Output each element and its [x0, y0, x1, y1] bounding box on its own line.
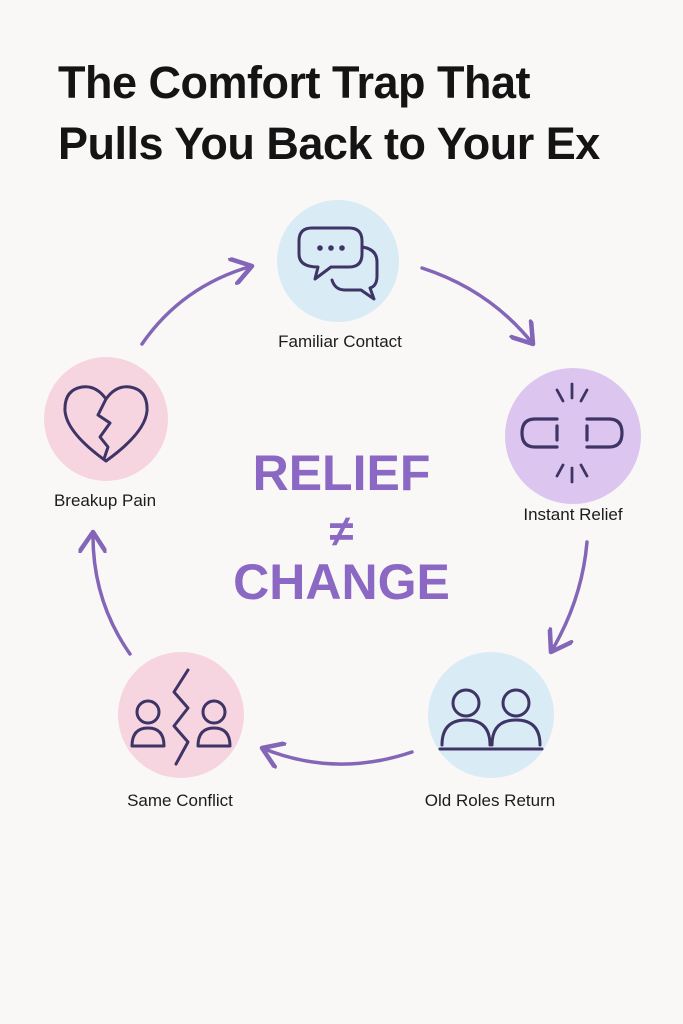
- two-people-icon: [438, 688, 544, 751]
- broken-heart-icon: [63, 385, 149, 463]
- node-old-roles-return: [428, 652, 554, 778]
- arrow-relief-to-roles: [551, 540, 589, 652]
- label-familiar-contact: Familiar Contact: [278, 332, 402, 351]
- arrow-conflict-to-pain: [93, 532, 132, 656]
- chat-bubbles-icon: [297, 226, 379, 301]
- title-line-1: The Comfort Trap That: [58, 57, 531, 108]
- node-breakup-pain: [44, 357, 168, 481]
- node-familiar-contact: [277, 200, 399, 322]
- center-relief: RELIEF: [252, 445, 431, 501]
- arrow-pain-to-contact: [140, 266, 252, 346]
- arrow-contact-to-relief: [420, 266, 533, 344]
- center-not-equal-sign: ≠: [329, 507, 354, 556]
- center-change: CHANGE: [233, 554, 450, 610]
- node-instant-relief: [505, 368, 641, 504]
- label-breakup-pain: Breakup Pain: [53, 491, 157, 510]
- title-line-2: Pulls You Back to Your Ex: [58, 118, 600, 169]
- diagram-title: The Comfort Trap That Pulls You Back to …: [58, 52, 668, 174]
- label-same-conflict: Same Conflict: [127, 791, 233, 810]
- arrow-roles-to-conflict: [262, 748, 414, 764]
- split-people-icon: [130, 668, 232, 766]
- label-old-roles-return: Old Roles Return: [424, 791, 556, 810]
- node-same-conflict: [118, 652, 244, 778]
- broken-chain-icon: [520, 382, 624, 484]
- label-instant-relief: Instant Relief: [523, 505, 623, 524]
